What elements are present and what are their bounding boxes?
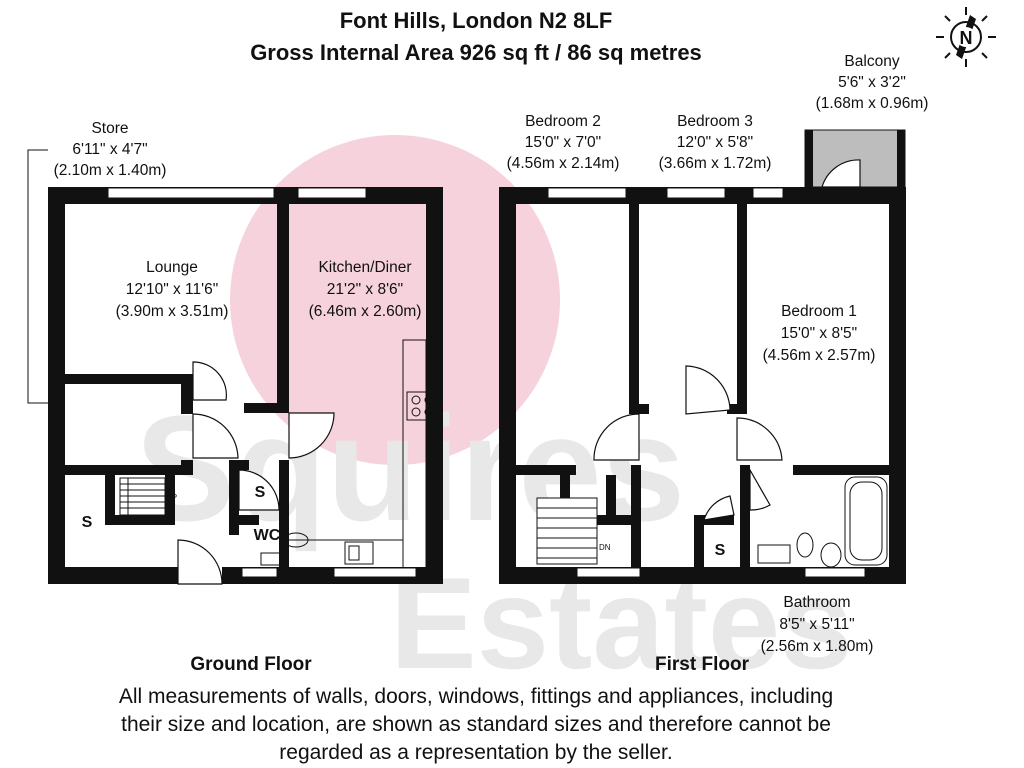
address-title: Font Hills, London N2 8LF bbox=[340, 8, 613, 33]
first-floor-label: First Floor bbox=[655, 654, 750, 675]
balcony-metric: (1.68m x 0.96m) bbox=[816, 95, 929, 112]
bedroom1-name: Bedroom 1 bbox=[781, 303, 857, 320]
first-floor-plan: DN Bedroom 2 15'0" x 7'0" (4.56m x 2.14m… bbox=[499, 53, 928, 675]
bedroom2-name: Bedroom 2 bbox=[525, 113, 601, 130]
compass-icon: N bbox=[936, 7, 996, 67]
balcony-imperial: 5'6" x 3'2" bbox=[838, 74, 906, 91]
bedroom3-metric: (3.66m x 1.72m) bbox=[659, 155, 772, 172]
bedroom3-imperial: 12'0" x 5'8" bbox=[677, 134, 753, 151]
disclaimer-line1: All measurements of walls, doors, window… bbox=[119, 685, 833, 708]
ff-wall-right bbox=[889, 187, 906, 584]
lounge-name: Lounge bbox=[146, 259, 198, 276]
kitchen-imperial: 21'2" x 8'6" bbox=[327, 281, 403, 298]
bathroom-metric: (2.56m x 1.80m) bbox=[761, 638, 874, 655]
bedroom1-imperial: 15'0" x 8'5" bbox=[781, 325, 857, 342]
store-outline bbox=[27, 149, 48, 404]
bathroom-name: Bathroom bbox=[783, 594, 850, 611]
watermark-line1: Squires bbox=[135, 384, 685, 552]
compass-letter: N bbox=[960, 28, 973, 48]
store-imperial: 6'11" x 4'7" bbox=[72, 141, 147, 158]
bedroom1-metric: (4.56m x 2.57m) bbox=[763, 347, 876, 364]
gf-window-lounge bbox=[107, 187, 275, 199]
bathroom-imperial: 8'5" x 5'11" bbox=[779, 616, 854, 633]
bedroom2-metric: (4.56m x 2.14m) bbox=[507, 155, 620, 172]
store-name: Store bbox=[91, 120, 128, 137]
disclaimer-line3: regarded as a representation by the sell… bbox=[279, 741, 672, 764]
wc-label: WC bbox=[254, 527, 281, 544]
ff-cupboard-s-label: S bbox=[715, 542, 726, 559]
ground-floor-plan: UP Store 6'11" x 4'7" (2.10m x 1.40m) Lo… bbox=[27, 120, 443, 675]
area-subtitle: Gross Internal Area 926 sq ft / 86 sq me… bbox=[250, 40, 702, 65]
kitchen-name: Kitchen/Diner bbox=[318, 259, 411, 276]
kitchen-metric: (6.46m x 2.60m) bbox=[309, 303, 422, 320]
gf-wall-right bbox=[426, 187, 443, 584]
gf-window-kitchen bbox=[297, 187, 367, 199]
ff-wall-left bbox=[499, 187, 516, 584]
gf-wall-lounge-kitchen bbox=[277, 204, 289, 404]
bedroom3-name: Bedroom 3 bbox=[677, 113, 753, 130]
gf-store-s-label: S bbox=[82, 514, 93, 531]
gf-wall-left bbox=[48, 187, 65, 584]
lounge-metric: (3.90m x 3.51m) bbox=[116, 303, 229, 320]
store-metric: (2.10m x 1.40m) bbox=[54, 162, 167, 179]
lounge-imperial: 12'10" x 11'6" bbox=[126, 281, 218, 298]
balcony-name: Balcony bbox=[844, 53, 899, 70]
stairs-down-label: DN bbox=[599, 543, 611, 552]
ground-floor-label: Ground Floor bbox=[190, 654, 312, 675]
bedroom2-imperial: 15'0" x 7'0" bbox=[525, 134, 601, 151]
gf-cupboard-s-label: S bbox=[255, 484, 266, 501]
stairs-up-label: UP bbox=[166, 493, 177, 502]
disclaimer-line2: their size and location, are shown as st… bbox=[121, 713, 831, 736]
